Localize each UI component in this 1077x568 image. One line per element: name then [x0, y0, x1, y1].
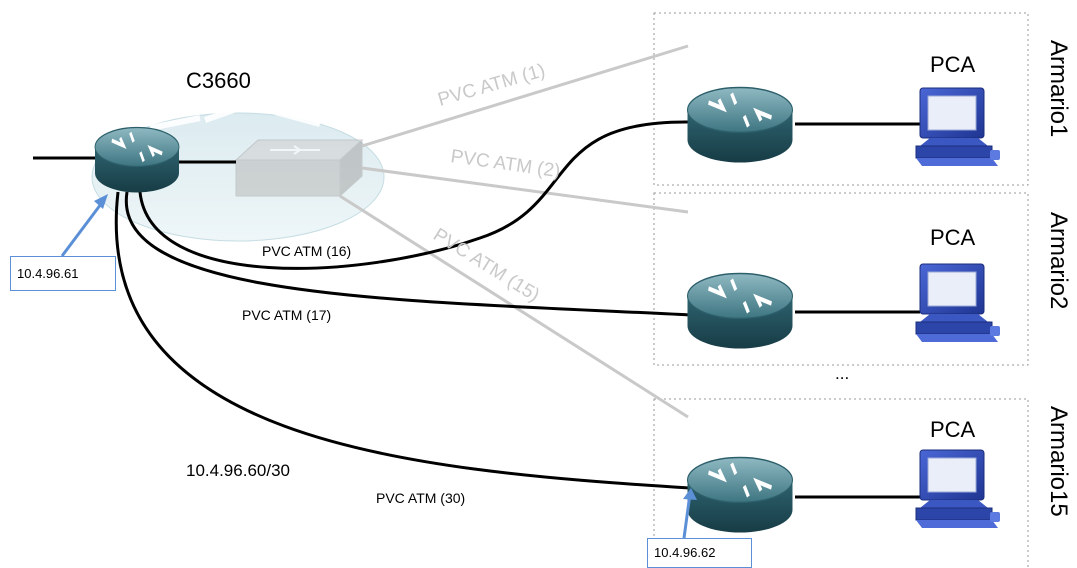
pc-icon-armario2	[915, 263, 1001, 343]
pc-label-armario1: PCA	[930, 52, 976, 77]
router-icon-armario15	[688, 458, 793, 533]
callout-arrow-remote	[682, 493, 692, 539]
cabinet-box-2	[653, 192, 1029, 366]
subnet-label: 10.4.96.60/30	[186, 461, 290, 480]
atm-switch-icon	[234, 138, 364, 198]
pc-label-armario15: PCA	[930, 417, 976, 442]
ip-callout-remote: 10.4.96.62	[647, 538, 752, 568]
cabinet-label-armario15: Armario15	[1045, 406, 1072, 517]
ghost-pvc-line-1	[361, 44, 689, 148]
cabinet-label-armario1: Armario1	[1045, 40, 1072, 138]
pvc-label-30: PVC ATM (30)	[376, 490, 466, 506]
core-router-icon	[93, 125, 181, 195]
pc-label-armario2: PCA	[930, 225, 976, 250]
cabinet-label-armario2: Armario2	[1045, 212, 1072, 310]
callout-arrowhead-remote	[683, 488, 697, 500]
ghost-pvc-label-2: PVC ATM (2)	[449, 146, 561, 182]
pvc-17-link	[124, 191, 691, 317]
pvc-16-link	[138, 120, 691, 270]
ip-callout-core: 10.4.96.61	[10, 256, 116, 291]
pvc-label-17: PVC ATM (17)	[242, 307, 332, 323]
core-router-label: C3660	[186, 68, 251, 93]
router-icon-armario1	[688, 88, 793, 163]
pc-icon-armario15	[915, 449, 1001, 529]
pc-icon-armario1	[915, 87, 1001, 167]
pvc-30-link	[114, 191, 691, 490]
router-icon-armario2	[688, 274, 793, 349]
pvc-label-16: PVC ATM (16)	[262, 243, 352, 259]
ghost-pvc-line-2	[361, 166, 689, 214]
callout-arrowhead-core	[94, 194, 108, 209]
cabinets-ellipsis: ...	[835, 364, 850, 383]
ghost-pvc-label-1: PVC ATM (1)	[436, 60, 548, 111]
cabinet-box-1	[653, 12, 1029, 186]
callout-arrow-core	[60, 199, 106, 257]
chassis-arrows	[149, 103, 321, 131]
